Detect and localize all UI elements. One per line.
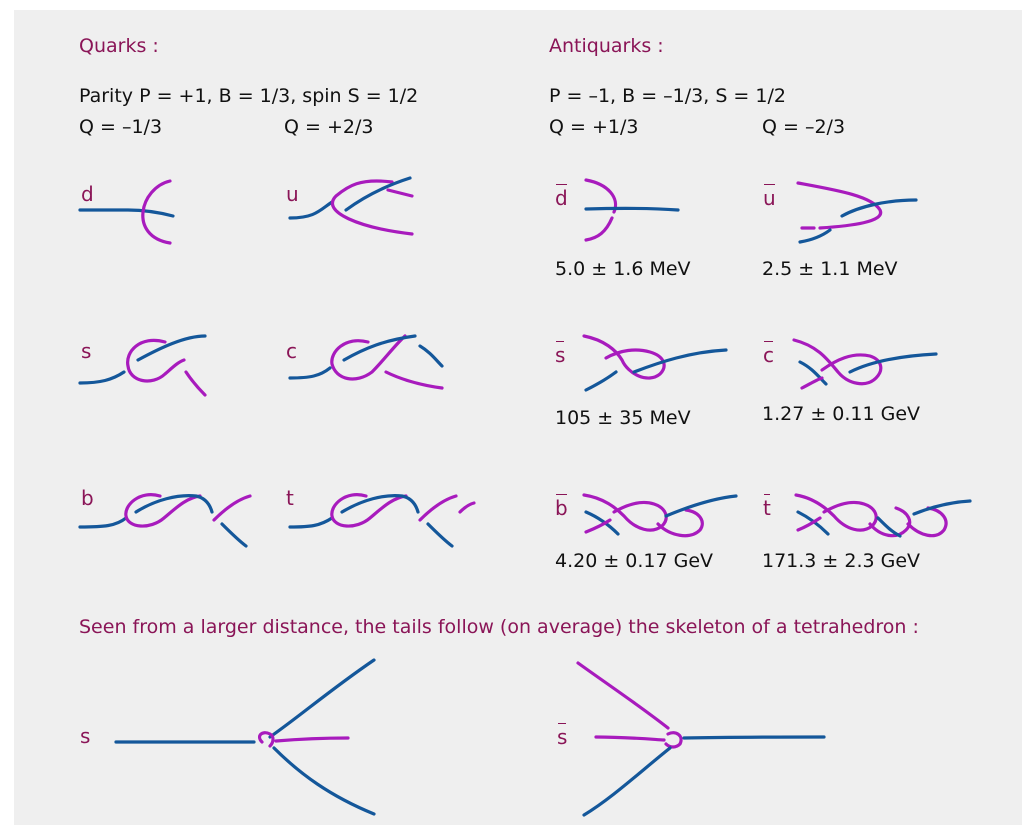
knot-d [78, 179, 175, 245]
knot-d-bar [584, 178, 680, 242]
knot-t-bar [794, 493, 972, 538]
mass-t-bar: 171.3 ± 2.3 GeV [762, 550, 921, 572]
knot-u-bar [796, 181, 918, 244]
knot-b-bar [582, 493, 738, 538]
quark-label-d: d [81, 182, 94, 206]
quark-charge-right: Q = +2/3 [284, 116, 374, 138]
knot-t [288, 493, 476, 548]
antiquark-charge-left: Q = +1/3 [549, 116, 639, 138]
quark-charge-left: Q = –1/3 [79, 116, 163, 138]
tetra-knot-s [114, 658, 376, 816]
mass-u-bar: 2.5 ± 1.1 MeV [762, 258, 898, 280]
mass-b-bar: 4.20 ± 0.17 GeV [555, 550, 714, 572]
knot-s [78, 334, 207, 397]
antiquark-label-u: u [763, 184, 776, 210]
quarks-heading: Quarks : [79, 35, 159, 57]
quark-label-t: t [286, 486, 294, 510]
quark-label-c: c [286, 339, 297, 363]
antiquark-label-s: s [555, 341, 566, 367]
quark-label-u: u [286, 182, 299, 206]
antiquark-properties: P = –1, B = –1/3, S = 1/2 [549, 85, 786, 107]
antiquark-label-d: d [555, 184, 568, 210]
quark-label-b: b [81, 486, 94, 510]
tetra-label-s-bar: s [557, 723, 568, 749]
mass-c-bar: 1.27 ± 0.11 GeV [762, 403, 921, 425]
knot-b [78, 493, 252, 548]
antiquarks-heading: Antiquarks : [549, 35, 664, 57]
quark-label-s: s [81, 339, 92, 363]
quark-properties: Parity P = +1, B = 1/3, spin S = 1/2 [79, 85, 419, 107]
knot-s-bar [582, 334, 728, 392]
knot-c [288, 334, 444, 390]
diagram-panel [14, 10, 1022, 825]
knot-u [288, 176, 414, 236]
knot-c-bar [792, 338, 938, 390]
antiquark-charge-right: Q = –2/3 [762, 116, 846, 138]
mass-d-bar: 5.0 ± 1.6 MeV [555, 258, 691, 280]
mass-s-bar: 105 ± 35 MeV [555, 407, 691, 429]
tetra-knot-s-bar [576, 661, 826, 817]
tetrahedron-caption: Seen from a larger distance, the tails f… [79, 616, 919, 638]
antiquark-label-b: b [555, 494, 568, 520]
antiquark-label-t: t [763, 494, 771, 520]
antiquark-label-c: c [763, 341, 774, 367]
tetra-label-s: s [80, 724, 91, 748]
